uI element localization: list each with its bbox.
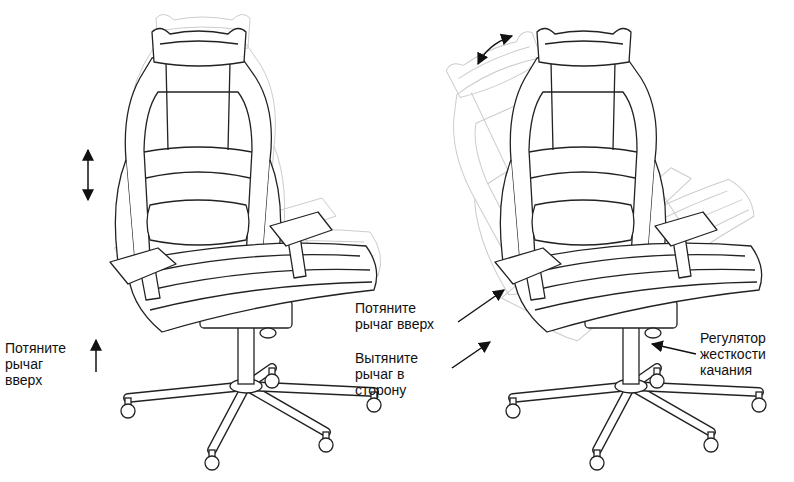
chair-left: [110, 14, 381, 470]
arrow: [452, 342, 490, 368]
arrow: [95, 340, 97, 372]
callout-label: Потяните рычаг вверх: [355, 300, 455, 332]
chair-right: [406, 0, 773, 470]
arrow: [458, 290, 504, 322]
arrow: [478, 36, 512, 64]
arrow: [87, 150, 89, 200]
callout-label: Регулятор жесткости качания: [700, 330, 786, 378]
callout-label: Вытяните рычаг в сторону: [355, 350, 427, 398]
arrow: [652, 344, 696, 354]
callout-label: Потяните рычаг вверх: [5, 340, 77, 388]
